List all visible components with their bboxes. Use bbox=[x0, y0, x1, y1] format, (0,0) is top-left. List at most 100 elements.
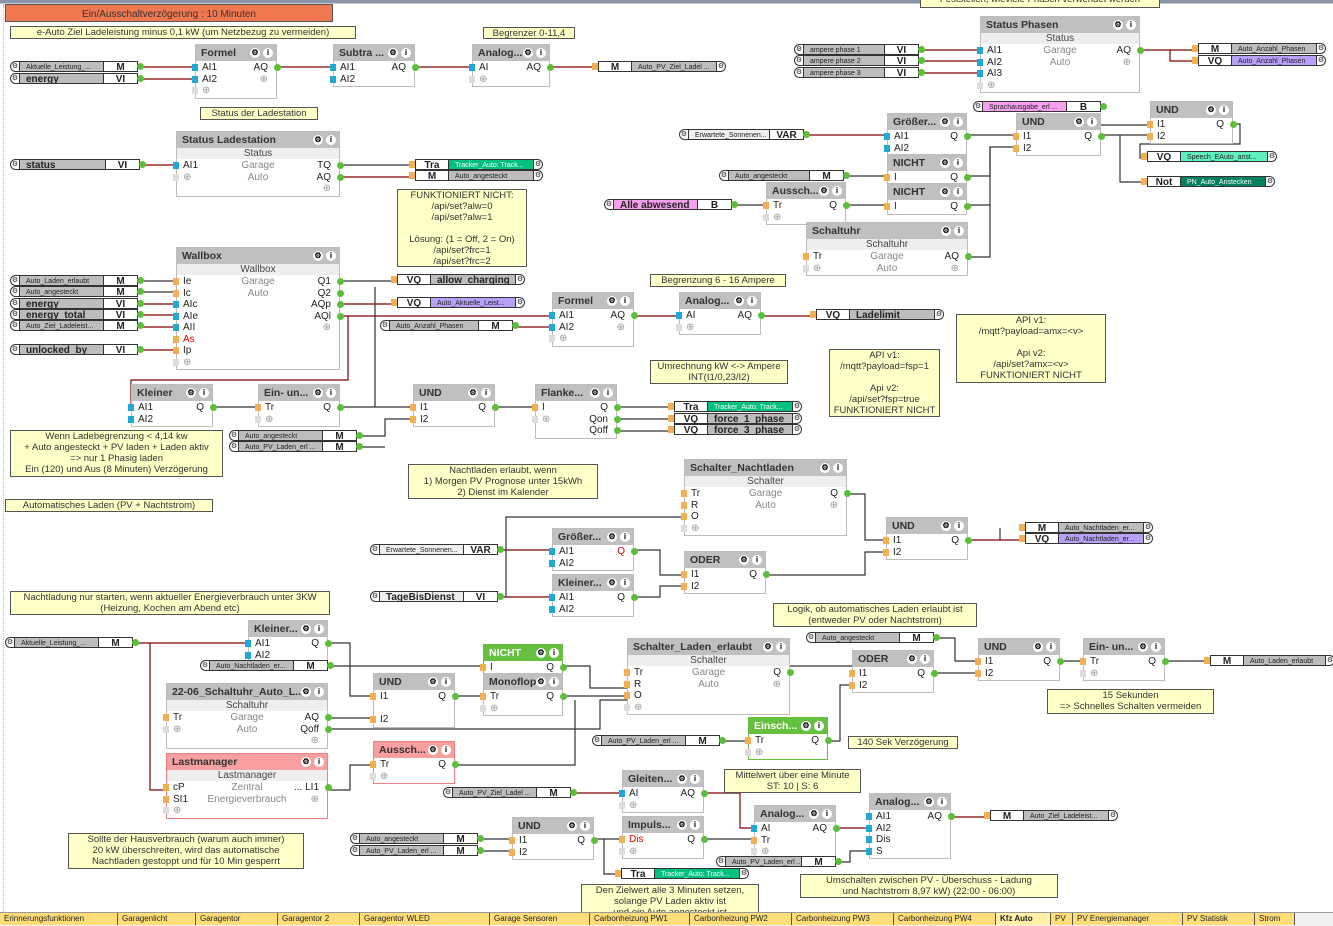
input-reference[interactable]: ⚙Auto_Nachtladen_er...M bbox=[200, 660, 334, 672]
output-pin[interactable] bbox=[274, 64, 281, 71]
input-pin[interactable] bbox=[624, 703, 630, 711]
output-pin[interactable] bbox=[965, 253, 972, 260]
input-pin[interactable] bbox=[509, 848, 515, 856]
input-pin[interactable] bbox=[255, 404, 261, 411]
gear-icon[interactable]: ⚙ bbox=[792, 401, 802, 412]
info-icon[interactable]: i bbox=[1126, 20, 1136, 30]
gear-icon[interactable]: ⚙ bbox=[10, 275, 20, 286]
page-tab[interactable]: PV bbox=[1051, 913, 1073, 925]
digital-connection-wire[interactable] bbox=[932, 637, 978, 662]
gear-icon[interactable]: ⚙ bbox=[794, 55, 804, 66]
output-pin[interactable] bbox=[452, 761, 459, 768]
info-icon[interactable]: i bbox=[776, 642, 786, 652]
gear-icon[interactable]: ⚙ bbox=[10, 61, 20, 72]
input-pin[interactable] bbox=[676, 323, 682, 331]
output-pin[interactable] bbox=[591, 837, 598, 844]
page-tab[interactable]: Garagenlicht bbox=[118, 913, 196, 925]
input-pin[interactable] bbox=[163, 784, 169, 791]
gear-icon[interactable]: ⚙ bbox=[370, 544, 380, 555]
input-pin[interactable] bbox=[410, 404, 416, 411]
gear-icon[interactable]: ⚙ bbox=[794, 44, 804, 55]
output-pin[interactable] bbox=[964, 174, 971, 181]
output-pin[interactable] bbox=[137, 346, 144, 353]
input-pin[interactable] bbox=[681, 513, 687, 520]
gear-icon[interactable]: ⚙ bbox=[533, 159, 543, 170]
output-pin[interactable] bbox=[1098, 133, 1105, 140]
digital-connection-wire[interactable] bbox=[766, 551, 886, 576]
gear-icon[interactable]: ⚙ bbox=[313, 388, 323, 398]
input-pin[interactable] bbox=[1147, 132, 1153, 140]
info-icon[interactable]: i bbox=[1087, 117, 1097, 127]
input-pin[interactable] bbox=[330, 75, 336, 83]
digital-connection-wire[interactable] bbox=[967, 146, 1016, 177]
input-pin[interactable] bbox=[681, 571, 687, 578]
output-pin[interactable] bbox=[803, 131, 810, 138]
digital-connection-wire[interactable] bbox=[968, 147, 991, 258]
gear-icon[interactable]: ⚙ bbox=[468, 388, 478, 398]
input-pin[interactable] bbox=[619, 836, 625, 843]
info-icon[interactable]: i bbox=[580, 821, 590, 831]
gear-icon[interactable]: ⚙ bbox=[941, 521, 951, 531]
info-icon[interactable]: i bbox=[822, 809, 832, 819]
input-pin[interactable] bbox=[763, 213, 769, 221]
input-pin[interactable] bbox=[173, 358, 179, 366]
output-pin[interactable] bbox=[139, 161, 146, 168]
gear-icon[interactable]: ⚙ bbox=[819, 186, 829, 196]
output-pin[interactable] bbox=[137, 75, 144, 82]
info-icon[interactable]: i bbox=[326, 251, 336, 261]
info-icon[interactable]: i bbox=[690, 774, 700, 784]
output-pin[interactable] bbox=[132, 639, 139, 646]
info-icon[interactable]: i bbox=[1219, 105, 1229, 115]
gear-icon[interactable]: ⚙ bbox=[1143, 522, 1153, 533]
page-tab[interactable]: Garagentor bbox=[196, 913, 278, 925]
input-reference[interactable]: ⚙Auto_PV_Laden_erl ...M bbox=[350, 845, 484, 857]
gear-icon[interactable]: ⚙ bbox=[1316, 43, 1326, 54]
output-pin[interactable] bbox=[631, 594, 638, 601]
info-icon[interactable]: i bbox=[752, 555, 762, 565]
output-pin[interactable] bbox=[787, 669, 794, 676]
gear-icon[interactable]: ⚙ bbox=[200, 660, 210, 671]
output-pin[interactable] bbox=[965, 537, 972, 544]
gear-icon[interactable]: ⚙ bbox=[1143, 533, 1153, 544]
input-reference[interactable]: ⚙Auto_PV_Laden_erl ...M bbox=[716, 856, 842, 868]
input-pin[interactable] bbox=[549, 594, 555, 601]
gear-icon[interactable]: ⚙ bbox=[301, 687, 311, 697]
gear-icon[interactable]: ⚙ bbox=[806, 632, 816, 643]
input-pin[interactable] bbox=[173, 312, 179, 320]
input-pin[interactable] bbox=[676, 312, 682, 319]
gear-icon[interactable]: ⚙ bbox=[801, 721, 811, 731]
info-icon[interactable]: i bbox=[441, 745, 451, 755]
gear-icon[interactable]: ⚙ bbox=[716, 856, 726, 867]
gear-icon[interactable]: ⚙ bbox=[940, 158, 950, 168]
info-icon[interactable]: i bbox=[314, 757, 324, 767]
gear-icon[interactable]: ⚙ bbox=[604, 199, 614, 210]
output-pin[interactable] bbox=[477, 847, 484, 854]
input-pin[interactable] bbox=[681, 490, 687, 497]
output-pin[interactable] bbox=[835, 858, 842, 865]
input-pin[interactable] bbox=[192, 87, 198, 94]
gear-icon[interactable]: ⚙ bbox=[734, 296, 744, 306]
input-pin[interactable] bbox=[745, 737, 751, 744]
input-pin[interactable] bbox=[975, 669, 981, 677]
input-pin[interactable] bbox=[173, 347, 179, 354]
analog-connection-wire[interactable] bbox=[149, 643, 166, 791]
